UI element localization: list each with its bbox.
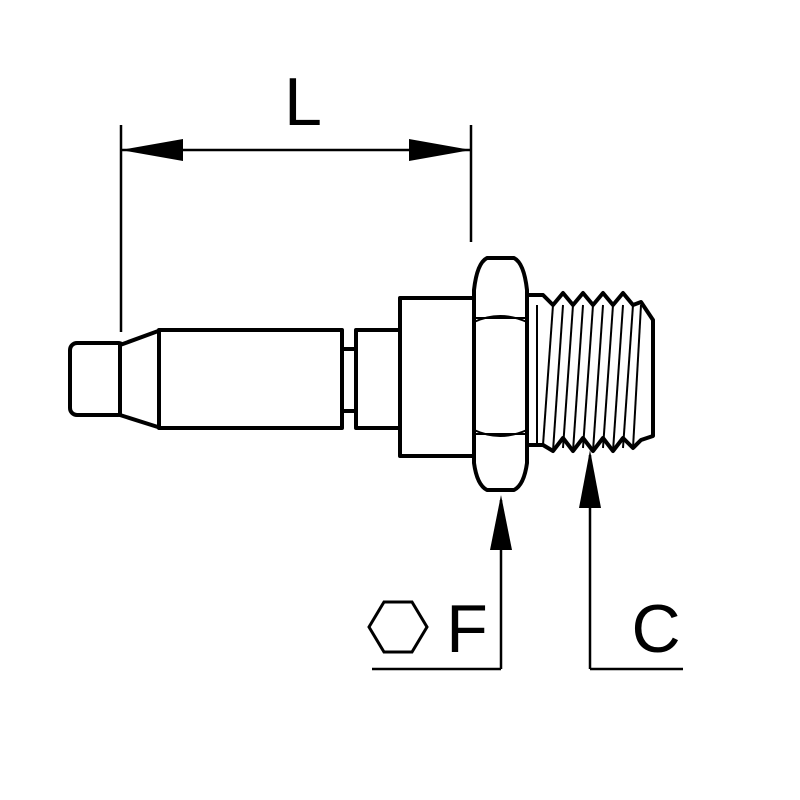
fitting-body [68, 256, 655, 492]
threaded-end [524, 291, 655, 453]
thread-line-10 [632, 304, 642, 449]
hex-nut-outline [472, 256, 529, 492]
dimension-l: L [119, 64, 473, 332]
thread-line-6 [592, 304, 604, 452]
tube-body [157, 328, 344, 430]
thread-line-5 [582, 304, 594, 449]
dimension-l-left-arrowhead [121, 139, 183, 161]
dimension-c-arrowhead [579, 450, 601, 508]
thread-line-3 [562, 304, 574, 449]
thread-line-2 [552, 304, 564, 452]
thread-line-1 [542, 304, 554, 446]
shoulder [398, 296, 476, 458]
dimension-f-arrowhead [490, 495, 512, 550]
hex-nut [472, 256, 529, 492]
hexagon-icon [367, 600, 429, 654]
collar [354, 328, 403, 430]
tube-cone [118, 328, 163, 430]
thread-line-7 [602, 304, 614, 449]
dimension-l-label: L [284, 64, 322, 140]
dimension-c-label: C [631, 591, 680, 667]
tube-neck [340, 347, 358, 413]
dimension-l-right-arrowhead [409, 139, 471, 161]
dimension-c: C [579, 450, 683, 671]
dimension-f-label: F [446, 591, 488, 667]
thread-line-9 [622, 304, 634, 449]
hex-nut-lower-flat [473, 429, 528, 437]
tube-tip [68, 341, 127, 417]
hex-nut-upper-flat [473, 315, 528, 323]
thread-line-8 [612, 304, 624, 452]
dimension-f: F [367, 495, 512, 671]
thread-line-4 [572, 304, 584, 452]
